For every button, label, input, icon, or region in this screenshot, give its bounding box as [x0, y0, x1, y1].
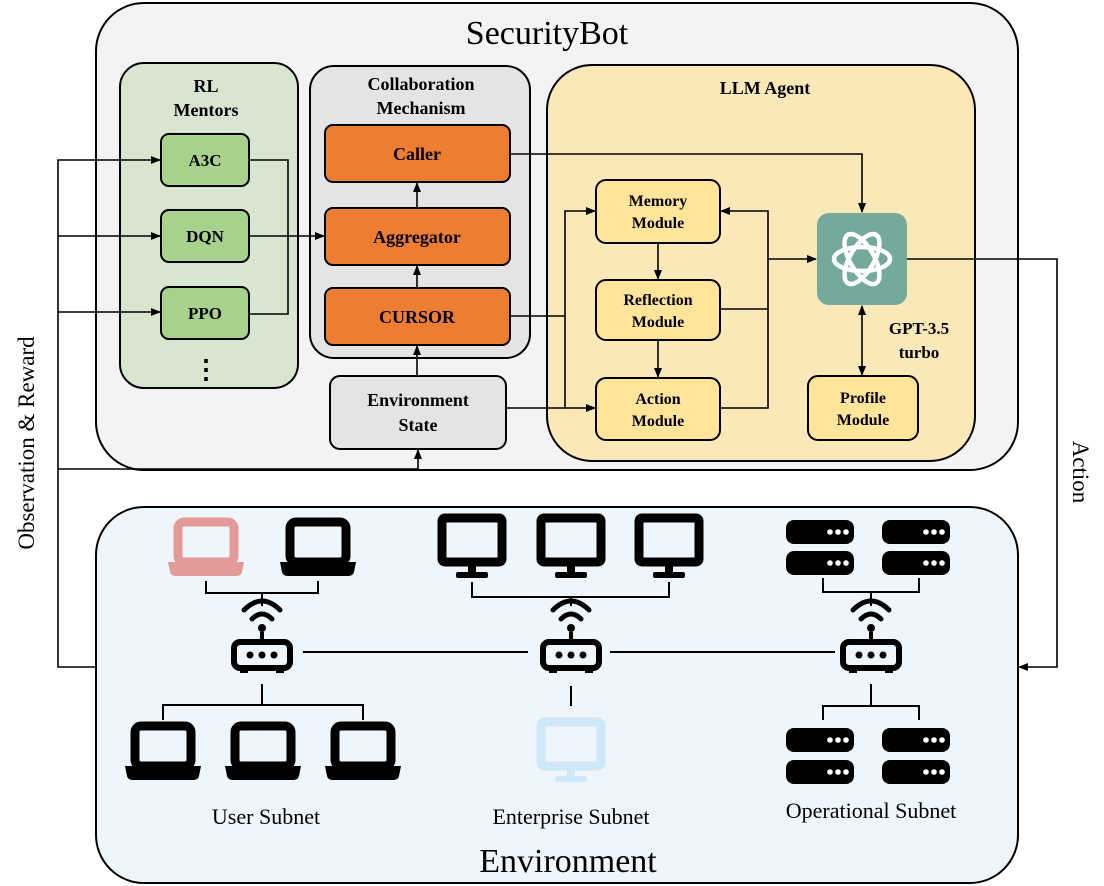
environment-title: Environment	[479, 843, 657, 880]
memory-line1: Memory	[629, 193, 688, 210]
memory-line2: Module	[632, 215, 684, 232]
profile-module-box	[807, 375, 919, 441]
collab-title-1: Collaboration	[367, 74, 474, 94]
gpt-line1: GPT-3.5	[889, 319, 949, 338]
reflection-line2: Module	[632, 314, 684, 331]
reflection-line1: Reflection	[623, 292, 692, 309]
dqn-label: DQN	[186, 227, 225, 246]
llm-agent-panel	[546, 64, 976, 462]
profile-line1: Profile	[840, 390, 886, 407]
ppo-label: PPO	[188, 304, 222, 323]
env-state-line1: Environment	[367, 390, 469, 410]
server-icon	[882, 520, 950, 544]
environment-panel	[95, 506, 1019, 884]
operational-subnet-label: Operational Subnet	[786, 798, 956, 823]
llm-agent-title: LLM Agent	[720, 78, 811, 98]
cursor-label: CURSOR	[379, 307, 456, 327]
environment-state-box	[329, 375, 507, 450]
server-icon	[786, 520, 854, 544]
memory-module-box	[595, 179, 721, 244]
server-icon	[882, 760, 950, 784]
more-mentors-ellipsis: ⋮	[193, 355, 219, 384]
action-line1: Action	[635, 391, 680, 408]
server-icon	[786, 760, 854, 784]
env-state-line2: State	[399, 415, 438, 435]
network-links	[162, 578, 920, 720]
connectors	[57, 153, 1058, 671]
gpt-line2: turbo	[899, 343, 940, 362]
openai-logo-icon	[817, 213, 907, 305]
enterprise-subnet-label: Enterprise Subnet	[492, 804, 649, 829]
observation-reward-label: Observation & Reward	[14, 336, 39, 550]
server-icon	[786, 728, 854, 752]
rl-mentors-title-1: RL	[193, 76, 218, 96]
action-module-box	[595, 377, 721, 441]
rl-mentors-title-2: Mentors	[174, 100, 239, 120]
ppo-box	[160, 286, 250, 340]
aggregator-label: Aggregator	[373, 227, 461, 247]
action-label: Action	[1068, 441, 1093, 504]
user-subnet-label: User Subnet	[212, 804, 320, 829]
action-line2: Module	[632, 413, 684, 430]
server-icon	[786, 551, 854, 575]
reflection-module-box	[595, 279, 721, 341]
profile-line2: Module	[837, 412, 889, 429]
caller-label: Caller	[393, 144, 441, 164]
securitybot-title: SecurityBot	[466, 15, 629, 52]
server-icon	[882, 551, 950, 575]
a3c-label: A3C	[188, 151, 221, 170]
collab-title-2: Mechanism	[377, 98, 466, 118]
server-icon	[882, 728, 950, 752]
